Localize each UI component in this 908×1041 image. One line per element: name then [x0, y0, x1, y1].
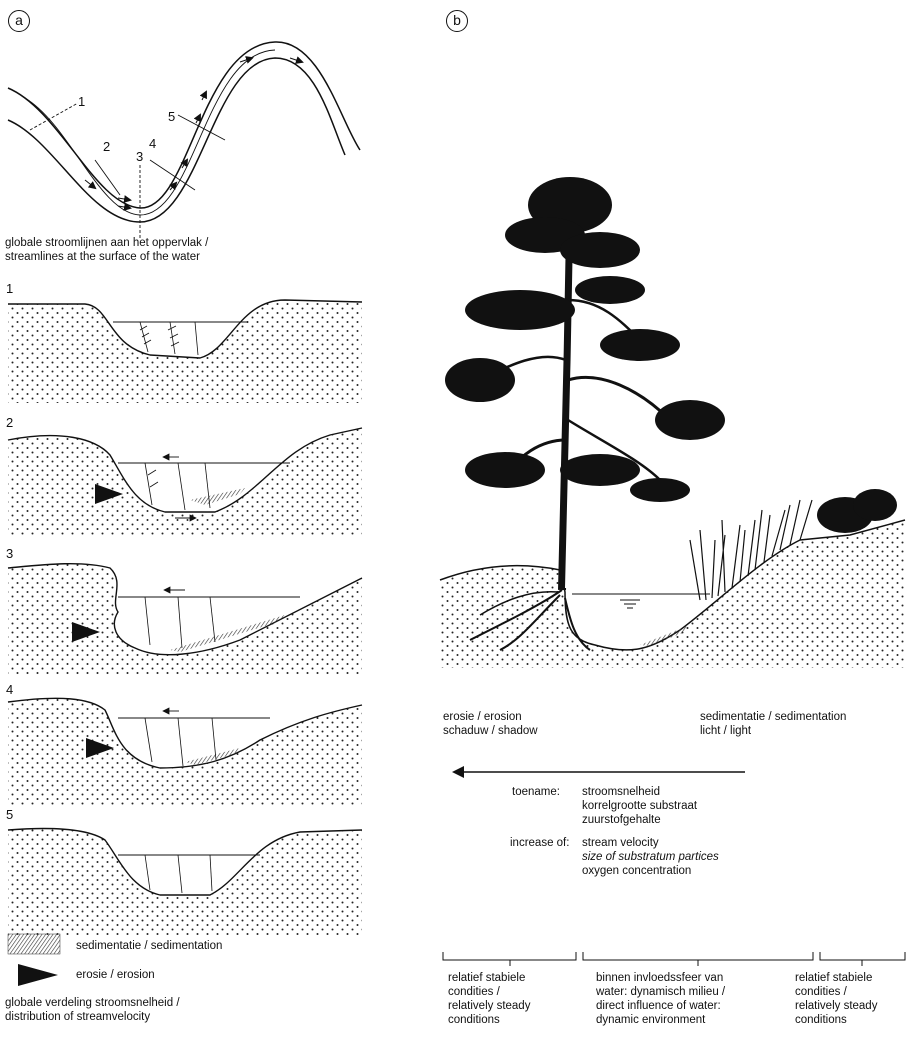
velocity-caption-nl: globale verdeling stroomsnelheid / [5, 996, 180, 1010]
toename-item: zuurstofgehalte [582, 813, 661, 827]
cross-section-5 [8, 828, 362, 935]
streamlines-caption-nl: globale stroomlijnen aan het oppervlak / [5, 236, 208, 250]
stream-number-4: 4 [149, 137, 156, 151]
cross-section-3 [8, 564, 362, 675]
cross-section-2 [8, 428, 362, 535]
erosion-legend-symbol [18, 964, 58, 986]
section-number-3: 3 [6, 547, 13, 561]
toename-label: toename: [512, 785, 560, 799]
sedimentation-side-label: sedimentatie / sedimentation [700, 710, 846, 724]
increase-item: oxygen concentration [582, 864, 691, 878]
velocity-caption-en: distribution of streamvelocity [5, 1010, 150, 1024]
section-number-1: 1 [6, 282, 13, 296]
panel-b-label: b [446, 10, 468, 32]
cross-section-4 [8, 698, 362, 805]
zone-brackets [443, 952, 905, 966]
bank-cross-section [440, 520, 905, 668]
meander-plan-view [8, 42, 360, 238]
shadow-side-label: schaduw / shadow [443, 724, 538, 738]
stream-number-2: 2 [103, 140, 110, 154]
section-number-2: 2 [6, 416, 13, 430]
stream-number-5: 5 [168, 110, 175, 124]
pine-tree-foliage [445, 177, 725, 502]
cross-section-1 [8, 300, 362, 403]
panel-a-label: a [8, 10, 30, 32]
toename-item: stroomsnelheid [582, 785, 660, 799]
stream-number-3: 3 [136, 150, 143, 164]
legend-erosion-label: erosie / erosion [76, 968, 155, 982]
increase-label: increase of: [510, 836, 569, 850]
section-number-4: 4 [6, 683, 13, 697]
toename-item: korrelgrootte substraat [582, 799, 697, 813]
sedimentation-legend-swatch [8, 934, 60, 954]
stream-number-1: 1 [78, 95, 85, 109]
erosion-side-label: erosie / erosion [443, 710, 522, 724]
light-side-label: licht / light [700, 724, 751, 738]
increase-item: stream velocity [582, 836, 659, 850]
streamlines-caption-en: streamlines at the surface of the water [5, 250, 200, 264]
legend-sedimentation-label: sedimentatie / sedimentation [76, 939, 222, 953]
increase-item: size of substratum partices [582, 850, 719, 864]
section-number-5: 5 [6, 808, 13, 822]
